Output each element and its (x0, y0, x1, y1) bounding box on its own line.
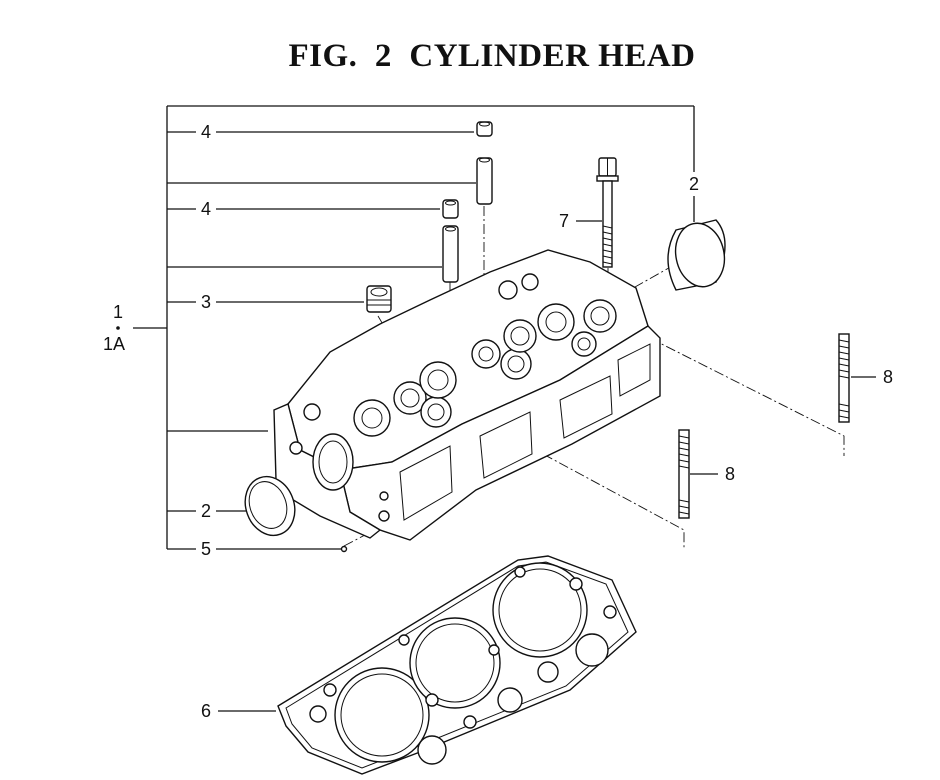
stud-mid (678, 429, 690, 519)
leader-lines (133, 105, 876, 712)
valve-stem-seal-top (476, 121, 493, 137)
cup-plug-right (667, 219, 726, 291)
bolt (596, 157, 619, 268)
valve-guide-mid (442, 225, 459, 283)
callout-7: 7 (559, 211, 569, 231)
valve-stem-seal-mid (442, 199, 459, 219)
callout-dot (116, 326, 120, 330)
callout-4-top: 4 (201, 122, 211, 142)
callout-1a: 1A (103, 334, 125, 354)
callout-6: 6 (201, 701, 211, 721)
callout-5: 5 (201, 539, 211, 559)
callout-4-mid: 4 (201, 199, 211, 219)
pin (340, 545, 348, 553)
figure-title: FIG. 2 CYLINDER HEAD (288, 38, 696, 74)
callout-8-right: 8 (883, 367, 893, 387)
valve-guide-top (476, 157, 493, 205)
callout-2-top: 2 (689, 174, 699, 194)
callout-8-mid: 8 (725, 464, 735, 484)
callout-1: 1 (113, 302, 123, 322)
head-gasket (277, 555, 637, 775)
stud-right (838, 333, 850, 423)
cup-plug-left (244, 475, 296, 537)
callout-labels: 1 1A 2 4 4 3 2 5 6 7 8 8 (103, 122, 893, 721)
callout-2-left: 2 (201, 501, 211, 521)
callout-3: 3 (201, 292, 211, 312)
plug (366, 285, 392, 313)
cylinder-head (273, 249, 661, 541)
